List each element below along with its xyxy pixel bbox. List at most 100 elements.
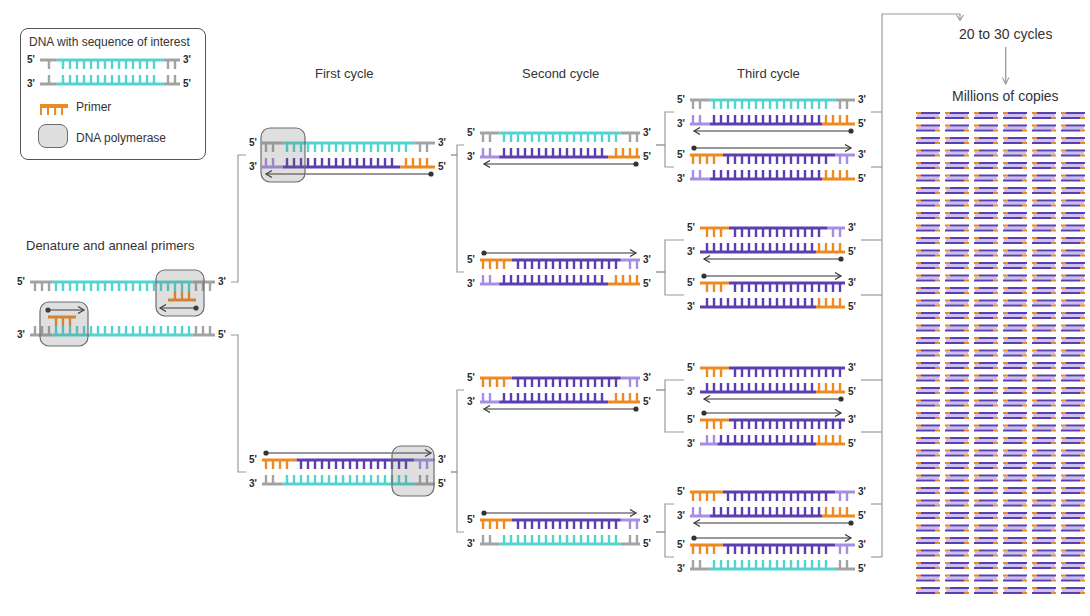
copy-rungs [975, 139, 997, 142]
copy-primer [945, 425, 950, 427]
base-rung [328, 460, 330, 469]
copy-primer [935, 280, 940, 282]
copy-strand [1037, 525, 1056, 527]
base-rung [573, 133, 575, 142]
copy-primer [935, 305, 940, 307]
copy-primer [964, 267, 969, 269]
cycle-connector [656, 380, 684, 390]
copy-primer [1080, 155, 1085, 157]
copy-primer [916, 312, 921, 314]
copy-primer [1032, 425, 1037, 427]
copy-rungs [1033, 527, 1055, 530]
copy-rungs [975, 577, 997, 580]
base-rung [769, 100, 771, 109]
base-rung [741, 243, 743, 252]
copy-rungs [975, 289, 997, 292]
base-rung [62, 282, 64, 291]
copy-strand [916, 492, 935, 494]
copy-primer [974, 137, 979, 139]
copy-strand [950, 175, 969, 177]
base-rung [34, 326, 36, 335]
copy-strand [945, 242, 964, 244]
copy-rungs [975, 464, 997, 467]
base-rung [125, 282, 127, 291]
copy-primer [964, 392, 969, 394]
copy-primer [1080, 380, 1085, 382]
copy-strand [916, 380, 935, 382]
copy-strand [1008, 500, 1027, 502]
copy-primer [1051, 492, 1056, 494]
copy-strand [1008, 525, 1027, 527]
base-rung [727, 560, 729, 569]
copy-strand [1008, 462, 1027, 464]
copy-primer [974, 562, 979, 564]
copy-primer [1032, 500, 1037, 502]
copy-strand [945, 317, 964, 319]
copy-strand [974, 217, 993, 219]
copy-rungs [975, 527, 997, 530]
base-rung [601, 520, 603, 529]
copy-primer [1003, 187, 1008, 189]
copy-strand [1008, 400, 1027, 402]
copy-strand [1037, 462, 1056, 464]
base-rung [69, 60, 71, 69]
copy-strand [979, 137, 998, 139]
copy-strand [916, 367, 935, 369]
copy-strand [974, 467, 993, 469]
bracket-stub [861, 431, 882, 432]
base-rung [832, 383, 834, 392]
copy-rungs [946, 189, 968, 192]
copy-rungs [1062, 327, 1084, 330]
copy-rungs [1062, 289, 1084, 292]
copy-primer [1051, 292, 1056, 294]
copy-primer [1032, 587, 1037, 589]
copy-primer [964, 142, 969, 144]
base-rung [566, 275, 568, 284]
copy-primer [935, 505, 940, 507]
copy-strand [950, 525, 969, 527]
copy-strand [974, 330, 993, 332]
base-rung [132, 282, 134, 291]
base-rung [342, 475, 344, 484]
copy-strand [1066, 325, 1085, 327]
copy-rungs [917, 502, 939, 505]
base-rung [769, 435, 771, 444]
copy-primer [1032, 250, 1037, 252]
base-rung [272, 475, 274, 484]
copy-rungs [946, 489, 968, 492]
copy-primer [1080, 205, 1085, 207]
copy-rungs [946, 152, 968, 155]
base-rung [307, 158, 309, 167]
copy-primer [935, 230, 940, 232]
copy-strand [974, 430, 993, 432]
cycle-connector [656, 240, 684, 272]
copy-strand [974, 292, 993, 294]
five-prime-dot [838, 256, 843, 261]
copy-rungs [917, 302, 939, 305]
base-rung [846, 170, 848, 179]
copy-strand [1008, 150, 1027, 152]
copy-strand [974, 305, 993, 307]
copy-primer [964, 417, 969, 419]
copy-strand [974, 455, 993, 457]
copy-primer [1003, 425, 1008, 427]
copy-primer [935, 142, 940, 144]
base-rung [734, 560, 736, 569]
base-rung [713, 507, 715, 516]
base-rung [580, 378, 582, 387]
base-rung [734, 115, 736, 124]
copy-strand [1037, 262, 1056, 264]
copy-rungs [1062, 377, 1084, 380]
copy-strand [1066, 337, 1085, 339]
base-rung [832, 228, 834, 237]
base-rung [825, 560, 827, 569]
copy-strand [1066, 512, 1085, 514]
base-rung [503, 393, 505, 402]
copy-strand [974, 392, 993, 394]
copy-primer [1022, 305, 1027, 307]
copy-strand [1032, 155, 1051, 157]
base-rung [825, 507, 827, 516]
copy-primer [1061, 487, 1066, 489]
base-rung [839, 115, 841, 124]
